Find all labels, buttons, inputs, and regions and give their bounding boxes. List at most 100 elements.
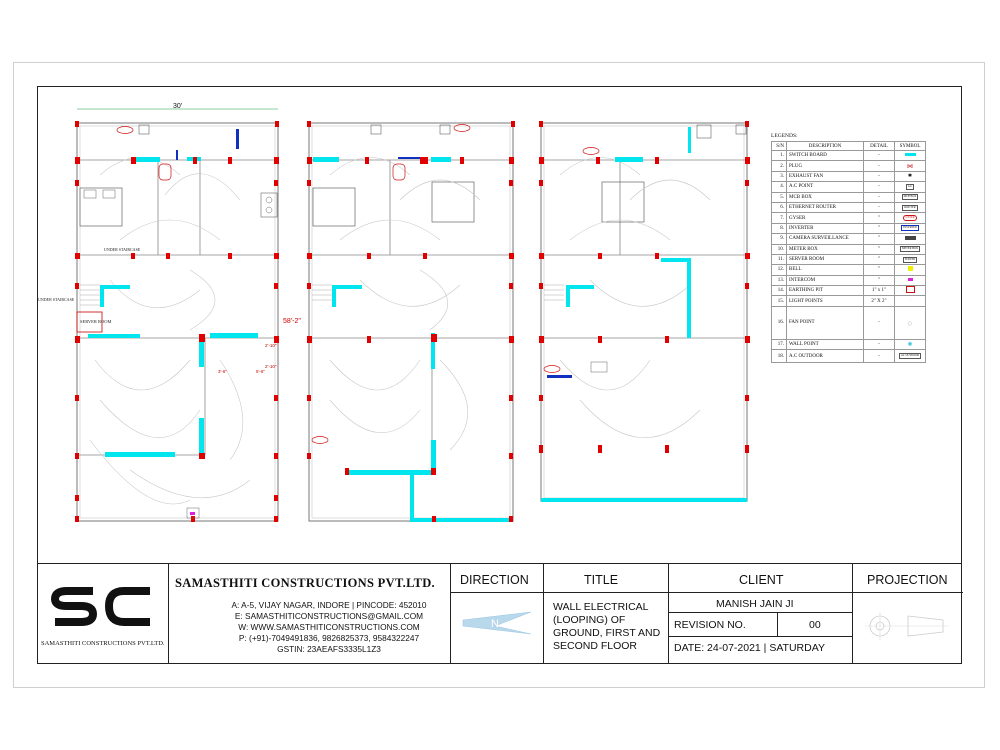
north-letter: N	[491, 618, 499, 630]
legend-detail: "	[863, 212, 895, 224]
company-website: W: WWW.SAMASTHITICONSTRUCTIONS.COM	[238, 622, 420, 632]
drawing-title-line-1: WALL ELECTRICAL	[553, 601, 649, 613]
company-name: SAMASTHITI CONSTRUCTIONS PVT.LTD.	[175, 576, 435, 590]
legend-detail: "	[863, 233, 895, 245]
legend-sn: 9.	[771, 233, 787, 245]
depth-dimension: 58'-2"	[283, 318, 301, 325]
second-floor-plan	[539, 121, 750, 502]
client-name: MANISH JAIN JI	[716, 598, 794, 610]
title-block: SAMASTHITI CONSTRUCTIONS PVT.LTD. SAMAST…	[37, 563, 963, 664]
legend-row: 2. PLUG - ⋈	[771, 160, 926, 172]
legend-description: ETHERNET ROUTER	[786, 201, 864, 214]
legend-detail: -	[863, 160, 895, 172]
legend-detail: -	[863, 349, 895, 364]
legend-row: 9. CAMERA SURVEILLANCE "	[771, 233, 926, 245]
drawing-title-line-2: (LOOPING) OF	[553, 614, 626, 626]
sc-logo-icon	[50, 587, 150, 626]
projection-cell: PROJECTION	[852, 564, 963, 664]
legend-detail: "	[863, 222, 895, 235]
fan-point-symbol: ○	[907, 317, 913, 328]
legend-row: 15. LIGHT POINTS 2" X 2" ·	[771, 295, 926, 307]
legend-sn: 5.	[771, 191, 787, 203]
legend-row: 16. FAN POINT - ○	[771, 305, 926, 340]
meter-box-symbol: METER BOX	[899, 246, 921, 253]
legend-description: SERVER ROOM	[786, 253, 864, 266]
legend-sn: 3.	[771, 170, 787, 183]
company-logo: SAMASTHITI CONSTRUCTIONS PVT.LTD.	[37, 564, 168, 664]
camera-symbol	[904, 235, 916, 240]
dim-b: 2'-10"	[265, 364, 277, 369]
legend-description: EARTHING PIT	[786, 285, 864, 297]
legend-row: 8. INVERTER " INVERTER	[771, 222, 926, 235]
direction-cell: DIRECTION N	[450, 564, 544, 664]
legend-detail: -	[863, 149, 895, 162]
legend-row: 1. SWITCH BOARD -	[771, 149, 926, 162]
drawing-frame	[37, 86, 962, 664]
legend-table: S/N DESCRIPTION DETAIL SYMBOL 1. SWITCH …	[771, 141, 926, 364]
earthing-pit-symbol	[905, 286, 915, 294]
legend-sn: 16.	[771, 305, 787, 340]
legend-row: 6. ETHERNET ROUTER - ROUTER	[771, 201, 926, 214]
projection-header: PROJECTION	[867, 573, 948, 587]
legend-row: 11. SERVER ROOM " SERVER	[771, 253, 926, 266]
logo-caption: SAMASTHITI CONSTRUCTIONS PVT.LTD.	[41, 640, 165, 647]
legend-row: 12. BELL "	[771, 264, 926, 276]
drawing-title-line-3: GROUND, FIRST AND	[553, 627, 661, 639]
legend-row: 14. EARTHING PIT 1" x 1"	[771, 285, 926, 297]
legend-detail: -	[863, 201, 895, 214]
legend-detail: "	[863, 264, 895, 276]
gyser-symbol: GYSER	[903, 215, 917, 222]
legend-description: LIGHT POINTS	[786, 295, 864, 307]
legend-detail: -	[863, 305, 895, 340]
legend-detail: -	[863, 191, 895, 203]
plug-symbol: ⋈	[907, 163, 913, 170]
dim-c: 3'-6"	[218, 369, 227, 374]
legend-sn: 17.	[771, 338, 787, 351]
legend-row: 7. GYSER " GYSER	[771, 212, 926, 224]
legend-sn: 10.	[771, 243, 787, 255]
ground-floor-plan: 30'	[38, 103, 301, 522]
drawing-date: DATE: 24-07-2021 | SATURDAY	[674, 642, 825, 654]
legend-sn: 6.	[771, 201, 787, 214]
legend-description: PLUG	[786, 160, 864, 172]
ac-outdoor-symbol: AC OUTDOOR	[898, 353, 922, 360]
legend-sn: 11.	[771, 253, 787, 266]
legend-header-symbol: SYMBOL	[894, 141, 926, 151]
server-room-symbol: SERVER	[902, 256, 918, 263]
direction-header: DIRECTION	[460, 573, 529, 587]
legend-detail: -	[863, 181, 895, 193]
legend-sn: 8.	[771, 222, 787, 235]
drawing-title-line-4: SECOND FLOOR	[553, 640, 638, 652]
legend-sn: 14.	[771, 285, 787, 297]
intercom-symbol	[907, 277, 913, 281]
legend-detail: -	[863, 170, 895, 183]
legend-header-description: DESCRIPTION	[786, 141, 864, 151]
legend-header-detail: DETAIL	[863, 141, 895, 151]
drawing-sheet	[13, 62, 985, 688]
ac-point-symbol: A.C	[905, 183, 915, 190]
legend-detail: "	[863, 243, 895, 255]
legend-detail: 2" X 2"	[863, 295, 895, 307]
legend-description: CAMERA SURVEILLANCE	[786, 233, 864, 245]
north-arrow-icon: N	[462, 611, 532, 635]
dim-d: 5'-6"	[256, 369, 265, 374]
legend-sn: 1.	[771, 149, 787, 162]
legend-detail: -	[863, 338, 895, 351]
legend-sn: 15.	[771, 295, 787, 307]
legend-sn: 7.	[771, 212, 787, 224]
wall-point-symbol: ✺	[907, 342, 913, 349]
legend-detail: "	[863, 274, 895, 287]
legend-row: 5. MCB BOX - MCB BOX	[771, 191, 926, 203]
legend-description: MCB BOX	[786, 191, 864, 203]
company-address: A: A-5, VIJAY NAGAR, INDORE | PINCODE: 4…	[231, 600, 427, 610]
bell-symbol	[907, 266, 913, 272]
title-header: TITLE	[584, 573, 619, 587]
company-gstin: GSTIN: 23AEAFS3335L1Z3	[277, 644, 381, 654]
legend: LEGENDS: S/N DESCRIPTION DETAIL SYMBOL 1…	[771, 133, 926, 364]
legend-title: LEGENDS:	[771, 133, 798, 139]
company-info: SAMASTHITI CONSTRUCTIONS PVT.LTD. A: A-5…	[168, 564, 488, 664]
legend-header-sn: S/N	[771, 141, 787, 151]
router-symbol: ROUTER	[902, 204, 918, 211]
client-cell: CLIENT MANISH JAIN JI REVISION NO. 00 DA…	[668, 564, 853, 664]
